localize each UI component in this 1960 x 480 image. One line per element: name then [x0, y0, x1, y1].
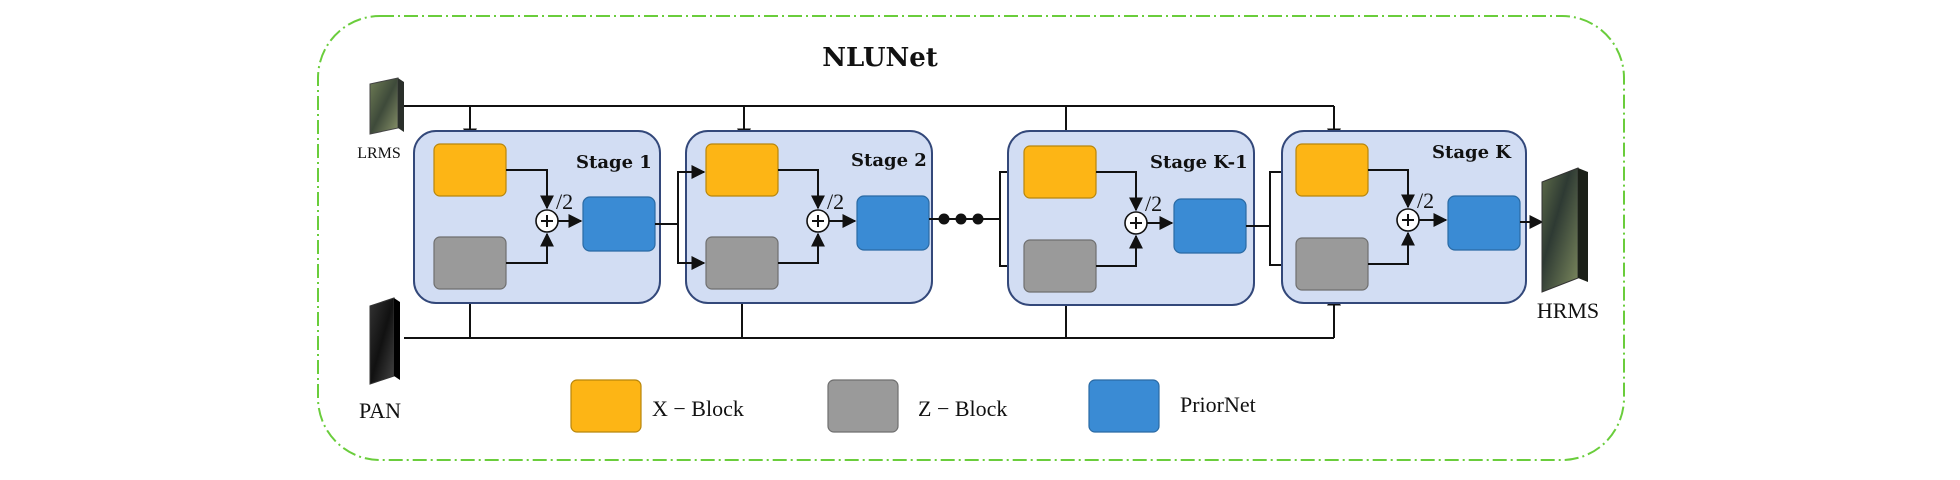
ellipsis-dot	[938, 213, 950, 225]
legend-swatch-x-block	[570, 379, 642, 433]
stage-2-label: Stage 2	[851, 150, 927, 171]
ellipsis-dot	[955, 213, 967, 225]
prior-net-block	[1447, 195, 1521, 251]
x-block	[1295, 143, 1369, 197]
stage-1-label: Stage 1	[576, 152, 652, 173]
x-block	[1023, 145, 1097, 199]
stage-1: Stage 1 /2	[413, 130, 661, 304]
legend-swatch-prior-net	[1088, 379, 1160, 433]
legend: X − Block Z − Block PriorNet	[570, 379, 1256, 433]
stage-k-label: Stage K	[1432, 142, 1512, 163]
x-block	[433, 143, 507, 197]
stage-2: Stage 2 /2	[685, 130, 933, 304]
stage-k-minus-1: Stage K-1 /2	[1007, 130, 1255, 306]
prior-net-block	[856, 195, 930, 251]
z-block	[705, 236, 779, 290]
half-label: /2	[1417, 188, 1434, 213]
ellipsis-dot	[972, 213, 984, 225]
z-block	[1295, 237, 1369, 291]
stage-1-to-2-wire	[655, 165, 706, 225]
hrms-image	[1541, 167, 1588, 293]
x-block	[705, 143, 779, 197]
lrms-label: LRMS	[357, 145, 401, 162]
prior-net-block	[582, 196, 656, 252]
stage-k-minus-1-label: Stage K-1	[1150, 152, 1248, 173]
hrms-label: HRMS	[1537, 298, 1599, 323]
legend-label-x-block: X − Block	[652, 396, 744, 421]
z-block	[433, 236, 507, 290]
half-label: /2	[827, 189, 844, 214]
half-label: /2	[1145, 191, 1162, 216]
prior-net-block	[1173, 198, 1247, 254]
legend-label-prior-net: PriorNet	[1180, 392, 1256, 417]
stage-k: Stage K /2	[1281, 130, 1527, 304]
legend-swatch-z-block	[827, 379, 899, 433]
pan-label: PAN	[359, 398, 401, 423]
half-label: /2	[556, 189, 573, 214]
pan-image	[369, 297, 400, 385]
outer-frame	[317, 15, 1625, 461]
z-block	[1023, 239, 1097, 293]
lrms-image	[369, 77, 404, 135]
diagram-title: NLUNet	[822, 43, 938, 73]
legend-label-z-block: Z − Block	[918, 396, 1007, 421]
